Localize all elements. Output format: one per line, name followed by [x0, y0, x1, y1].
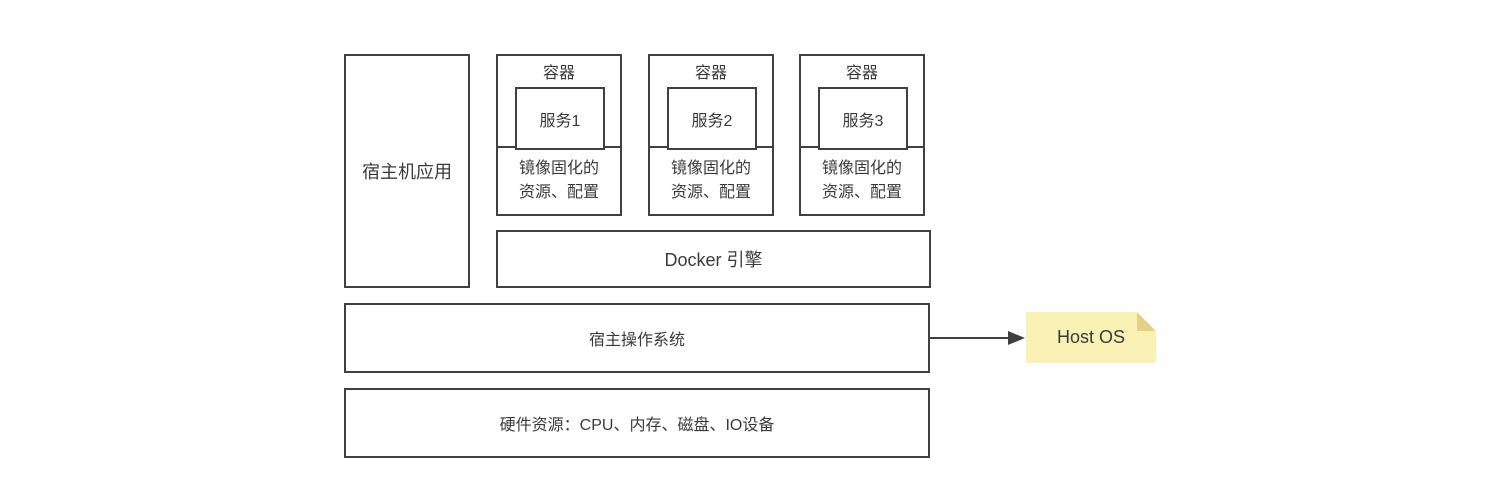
host-os-label: 宿主操作系统	[588, 332, 685, 349]
host-app-label: 宿主机应用	[362, 162, 452, 182]
container-box-1: 容器 服务1 镜像固化的 资源、配置	[496, 54, 622, 216]
container-box-3: 容器 服务3 镜像固化的 资源、配置	[799, 54, 925, 216]
arrow-line	[930, 337, 1010, 339]
container-title: 容器	[845, 65, 878, 82]
service-box-2: 服务2	[667, 87, 757, 150]
host-os-note: Host OS	[1026, 312, 1156, 363]
docker-engine-label: Docker 引擎	[664, 250, 763, 270]
container-title: 容器	[694, 65, 727, 82]
resources-label: 镜像固化的 资源、配置	[498, 146, 620, 214]
service-label: 服务1	[539, 112, 581, 130]
resources-label: 镜像固化的 资源、配置	[650, 146, 772, 214]
service-label: 服务2	[691, 112, 733, 130]
service-box-1: 服务1	[515, 87, 605, 150]
arrow-head-icon	[1008, 331, 1025, 345]
container-box-2: 容器 服务2 镜像固化的 资源、配置	[648, 54, 774, 216]
service-box-3: 服务3	[818, 87, 908, 150]
container-title: 容器	[542, 65, 575, 82]
note-label: Host OS	[1056, 327, 1126, 347]
service-label: 服务3	[842, 112, 884, 130]
hardware-label: 硬件资源：CPU、内存、磁盘、IO设备	[499, 417, 775, 434]
note-fold-icon	[1137, 312, 1156, 331]
host-app-box: 宿主机应用	[344, 54, 470, 288]
resources-label: 镜像固化的 资源、配置	[801, 146, 923, 214]
hardware-box: 硬件资源：CPU、内存、磁盘、IO设备	[344, 388, 930, 458]
docker-engine-box: Docker 引擎	[496, 230, 931, 288]
host-os-box: 宿主操作系统	[344, 303, 930, 373]
